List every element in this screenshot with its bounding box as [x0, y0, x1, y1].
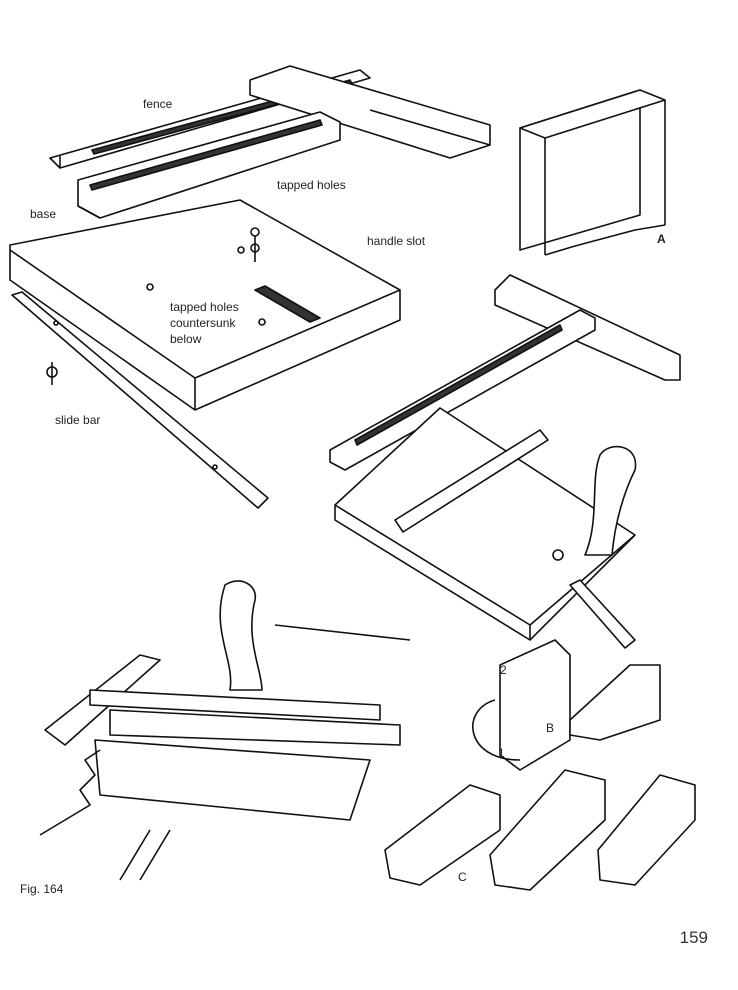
joints-c: [384, 769, 696, 891]
label-one: 1: [498, 746, 505, 760]
label-b: B: [546, 721, 555, 735]
assembled-jig: [329, 274, 681, 649]
label-tapped-holes-countersunk-2: countersunk: [170, 316, 236, 330]
label-tapped-holes: tapped holes: [277, 178, 346, 192]
panel-a: [519, 89, 666, 256]
joint-b: [472, 639, 661, 771]
slide-bar: [11, 291, 269, 509]
base-board: [9, 199, 401, 411]
label-a: A: [657, 232, 666, 246]
label-handle-slot: handle slot: [367, 234, 426, 248]
fence-part: [49, 65, 491, 169]
figure-caption: Fig. 164: [20, 882, 64, 896]
label-fence: fence: [143, 97, 173, 111]
label-slide-bar: slide bar: [55, 413, 101, 427]
label-tapped-holes-countersunk-3: below: [170, 332, 202, 346]
page-number: 159: [679, 928, 708, 947]
label-two: 2: [500, 663, 507, 677]
jig-in-use: [39, 580, 411, 881]
label-base: base: [30, 207, 57, 221]
label-tapped-holes-countersunk-1: tapped holes: [170, 300, 239, 314]
base-rail: [77, 111, 341, 219]
label-c: C: [458, 870, 467, 884]
